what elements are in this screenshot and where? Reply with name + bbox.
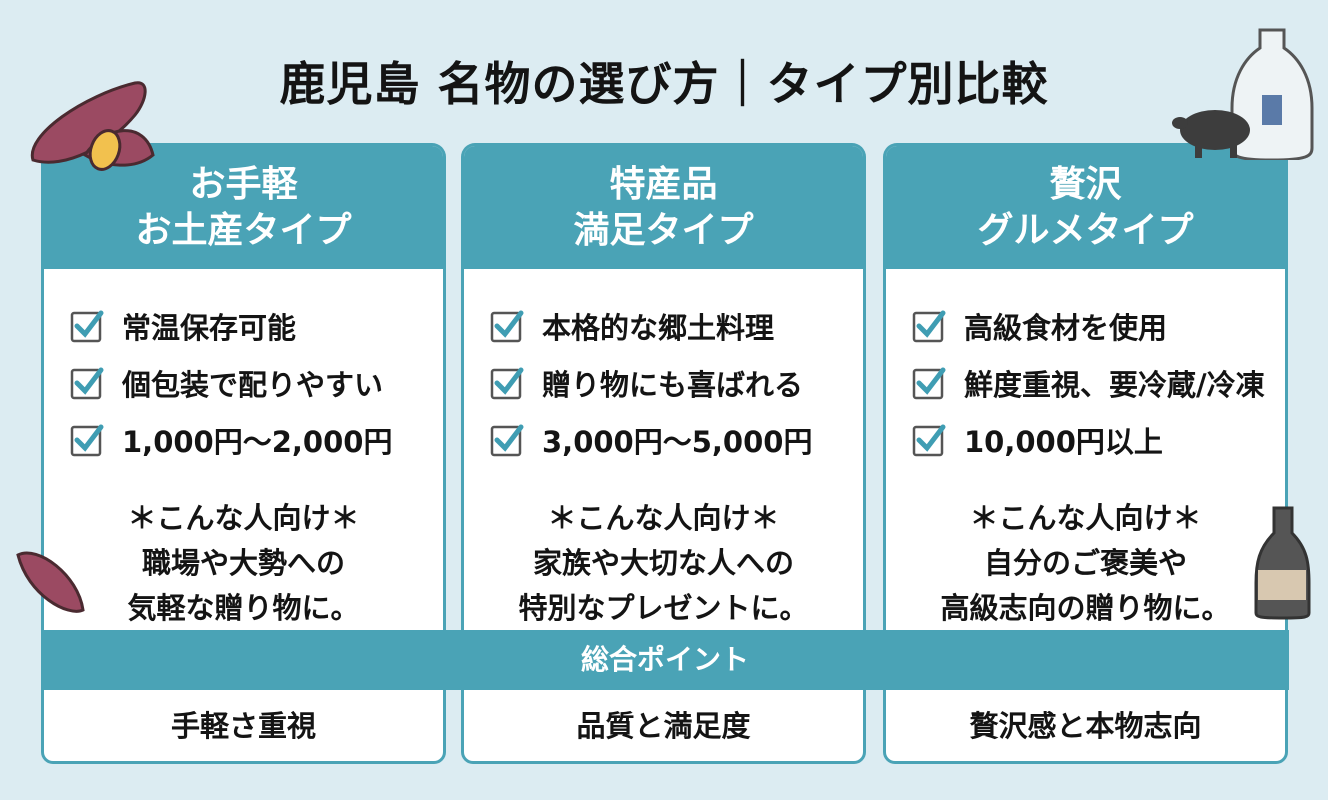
checkbox-checked-icon xyxy=(912,424,946,456)
target-header: ＊こんな人向け＊ xyxy=(127,501,360,535)
feature-item: 本格的な郷土料理 xyxy=(490,297,863,354)
feature-text: 個包装で配りやすい xyxy=(122,367,384,402)
checkbox-checked-icon xyxy=(912,367,946,399)
feature-list: 本格的な郷土料理 贈り物にも喜ばれる 3,000円〜5,000円 xyxy=(464,269,863,468)
type-title-line2: 満足タイプ xyxy=(573,210,754,251)
feature-item: 1,000円〜2,000円 xyxy=(70,411,443,468)
feature-text: 1,000円〜2,000円 xyxy=(122,424,393,459)
feature-text: 鮮度重視、要冷蔵/冷凍 xyxy=(964,367,1265,402)
sweet-potato-icon xyxy=(30,81,155,171)
shochu-bottle-icon xyxy=(1254,506,1311,620)
checkbox-checked-icon xyxy=(70,310,104,342)
feature-text: 3,000円〜5,000円 xyxy=(542,424,813,459)
target-line1: 家族や大切な人への xyxy=(532,546,794,580)
checkbox-checked-icon xyxy=(490,367,524,399)
page-title: 鹿児島 名物の選び方｜タイプ別比較 xyxy=(279,57,1049,111)
feature-text: 10,000円以上 xyxy=(964,424,1163,459)
type-card: 特産品 満足タイプ 本格的な郷土料理 贈り物にも喜ばれる 3,000円〜5,00… xyxy=(461,143,866,631)
type-card: お手軽 お土産タイプ 常温保存可能 個包装で配りやすい 1,000円〜2,000… xyxy=(41,143,446,631)
checkbox-checked-icon xyxy=(70,367,104,399)
target-audience: ＊こんな人向け＊ 職場や大勢への 気軽な贈り物に。 xyxy=(44,496,443,631)
feature-text: 贈り物にも喜ばれる xyxy=(542,367,804,402)
feature-item: 3,000円〜5,000円 xyxy=(490,411,863,468)
feature-item: 常温保存可能 xyxy=(70,297,443,354)
type-title-line1: 贅沢 xyxy=(1049,164,1122,205)
target-line2: 気軽な贈り物に。 xyxy=(127,591,360,625)
feature-item: 10,000円以上 xyxy=(912,411,1285,468)
point-cell: 贅沢感と本物志向 xyxy=(883,690,1288,764)
type-title-line2: グルメタイプ xyxy=(977,210,1194,251)
target-line1: 自分のご褒美や xyxy=(983,546,1187,580)
feature-text: 常温保存可能 xyxy=(122,310,297,345)
target-header: ＊こんな人向け＊ xyxy=(969,501,1202,535)
target-audience: ＊こんな人向け＊ 自分のご褒美や 高級志向の贈り物に。 xyxy=(886,496,1285,631)
target-header: ＊こんな人向け＊ xyxy=(547,501,780,535)
feature-item: 贈り物にも喜ばれる xyxy=(490,354,863,411)
sake-and-pig-icon xyxy=(1172,28,1314,160)
summary-band: 総合ポイント xyxy=(41,630,1289,690)
sweet-potato-icon xyxy=(16,551,85,613)
type-title-line1: 特産品 xyxy=(609,164,718,205)
checkbox-checked-icon xyxy=(70,424,104,456)
point-cell: 品質と満足度 xyxy=(461,690,866,764)
feature-text: 高級食材を使用 xyxy=(964,310,1168,345)
type-title-line2: お土産タイプ xyxy=(135,210,352,251)
feature-text: 本格的な郷土料理 xyxy=(542,310,775,345)
point-cell: 手軽さ重視 xyxy=(41,690,446,764)
type-card-header: 特産品 満足タイプ xyxy=(464,146,863,269)
type-card: 贅沢 グルメタイプ 高級食材を使用 鮮度重視、要冷蔵/冷凍 10,000円以上 … xyxy=(883,143,1288,631)
target-line2: 高級志向の贈り物に。 xyxy=(940,591,1231,625)
target-line2: 特別なプレゼントに。 xyxy=(518,591,809,625)
type-title-line1: お手軽 xyxy=(189,164,298,205)
checkbox-checked-icon xyxy=(490,424,524,456)
feature-list: 常温保存可能 個包装で配りやすい 1,000円〜2,000円 xyxy=(44,269,443,468)
type-card-header: 贅沢 グルメタイプ xyxy=(886,146,1285,269)
target-line1: 職場や大勢への xyxy=(141,546,345,580)
target-audience: ＊こんな人向け＊ 家族や大切な人への 特別なプレゼントに。 xyxy=(464,496,863,631)
feature-list: 高級食材を使用 鮮度重視、要冷蔵/冷凍 10,000円以上 xyxy=(886,269,1285,468)
feature-item: 個包装で配りやすい xyxy=(70,354,443,411)
checkbox-checked-icon xyxy=(490,310,524,342)
feature-item: 高級食材を使用 xyxy=(912,297,1285,354)
checkbox-checked-icon xyxy=(912,310,946,342)
feature-item: 鮮度重視、要冷蔵/冷凍 xyxy=(912,354,1285,411)
